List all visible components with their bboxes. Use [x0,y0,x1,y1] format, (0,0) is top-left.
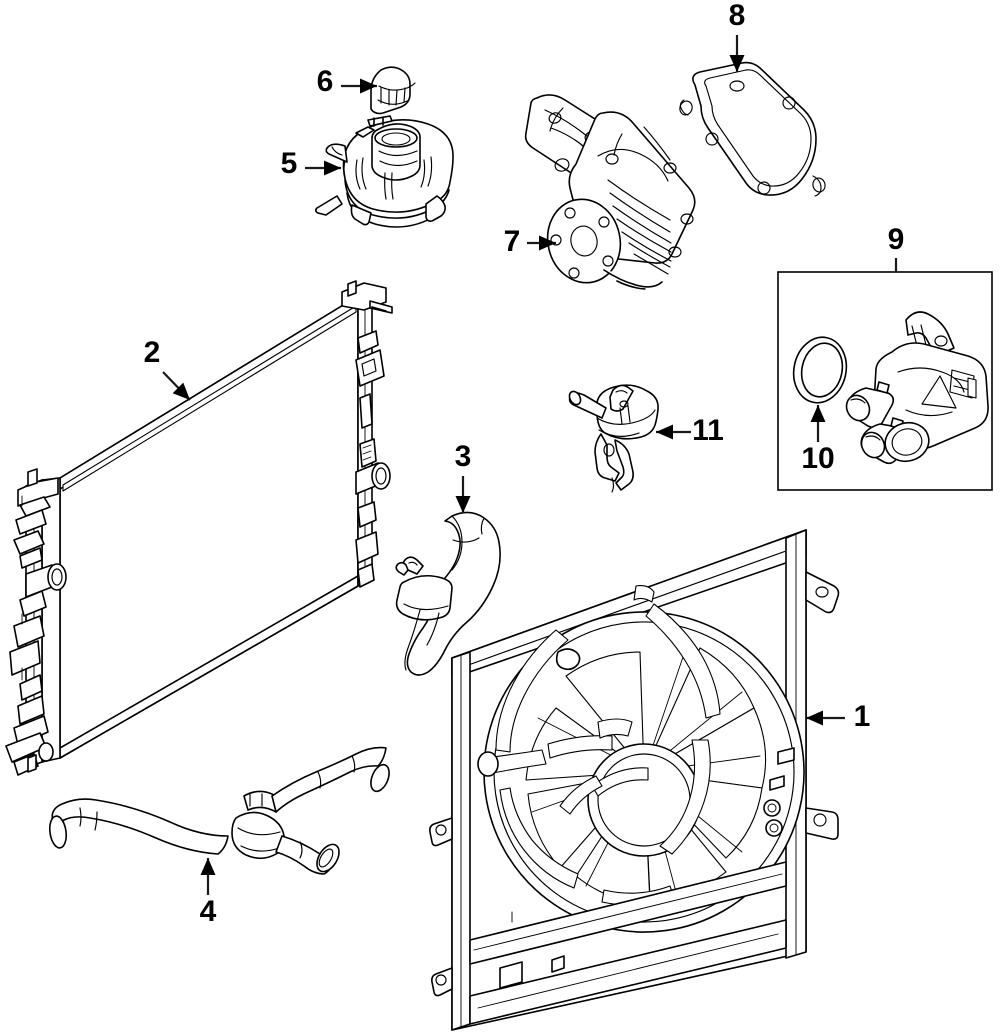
callout-4-lower-radiator-hose: 4 [200,858,217,928]
callout-2-radiator: 2 [144,336,191,401]
callout-arrowhead [172,382,190,400]
callout-layer: 1 2 3 4 5 6 7 8 9 10 11 [144,0,905,928]
callout-arrowhead [360,78,377,94]
callout-1-cooling-fan-and-shroud-assembly: 1 [806,700,870,733]
callout-arrowhead [806,710,823,726]
part-2-radiator [5,280,393,776]
part-9-thermostat-housing [845,311,989,465]
callout-number-1: 1 [854,700,871,733]
callout-3-upper-radiator-hose: 3 [455,440,472,513]
callout-arrowhead [539,235,556,251]
callout-number-7: 7 [504,225,521,258]
part-11-auxiliary-coolant-pump [568,384,659,493]
callout-number-8: 8 [729,0,746,32]
callout-number-5: 5 [281,147,298,180]
callout-number-11: 11 [692,414,724,447]
callout-number-10: 10 [801,442,834,475]
part-7-engine-water-pump [524,94,696,290]
callout-5-coolant-expansion-reservoir-tank: 5 [281,147,341,180]
part-1-cooling-fan-shroud-assembly [429,529,840,1031]
callout-arrowhead [324,160,341,176]
callout-number-6: 6 [317,65,334,98]
callout-10-thermostat-housing-o-ring-seal: 10 [801,405,835,475]
callout-number-9: 9 [888,223,905,256]
part-10-thermostat-o-ring-seal [792,336,848,404]
callout-arrowhead [656,424,673,440]
callout-11-auxiliary-coolant-pump: 11 [656,414,724,447]
callout-arrowhead [729,55,745,72]
callout-number-2: 2 [144,336,161,369]
part-5-coolant-expansion-reservoir [314,115,454,228]
callout-7-engine-water-pump: 7 [504,225,556,258]
callout-arrowhead [455,496,471,513]
callout-9-thermostat-housing-kit-boxed-group: 9 [888,223,905,272]
callout-8-water-pump-gasket: 8 [729,0,746,72]
part-3-upper-radiator-hose [395,511,501,676]
part-6-reservoir-pressure-cap [370,66,416,115]
part-4-lower-radiator-hose [48,746,390,875]
callout-arrowhead [810,405,826,422]
radiator-right-tank [341,280,393,588]
callout-number-3: 3 [455,440,472,473]
part-8-water-pump-gasket [679,61,826,197]
callout-arrowhead [200,858,216,875]
radiator-left-tank [5,468,67,776]
callout-number-4: 4 [200,895,217,928]
thermostat-group-box [777,271,993,491]
callout-6-reservoir-pressure-cap: 6 [317,65,377,98]
